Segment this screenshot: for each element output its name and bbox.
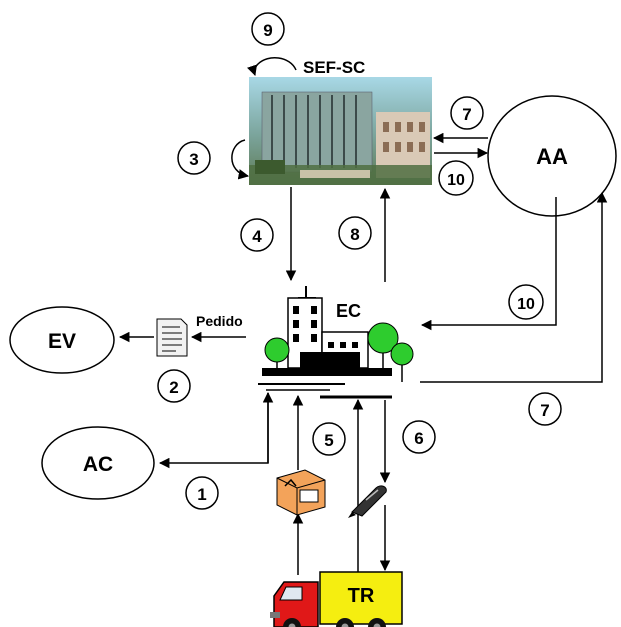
step-6-badge: 6 bbox=[403, 421, 435, 453]
arrow-ec-to-aa-7 bbox=[420, 193, 602, 382]
step-5-badge: 5 bbox=[313, 423, 345, 455]
self-loop-3-arrow bbox=[232, 140, 248, 176]
svg-text:7: 7 bbox=[540, 401, 549, 420]
pedido-label: Pedido bbox=[196, 313, 243, 329]
sef-sc-label: SEF-SC bbox=[303, 58, 365, 77]
svg-text:8: 8 bbox=[350, 225, 359, 244]
ac-label: AC bbox=[83, 453, 113, 476]
svg-text:1: 1 bbox=[197, 485, 206, 504]
step-7b-badge: 7 bbox=[529, 393, 561, 425]
svg-text:5: 5 bbox=[324, 431, 333, 450]
ec-label: EC bbox=[336, 301, 361, 321]
svg-text:3: 3 bbox=[189, 150, 198, 169]
document-icon bbox=[157, 319, 187, 356]
tr-label: TR bbox=[348, 585, 375, 607]
step-10b-badge: 10 bbox=[509, 285, 543, 319]
self-loop-9-arrow bbox=[254, 58, 296, 75]
sef-sc-building-image bbox=[249, 77, 432, 185]
svg-text:10: 10 bbox=[447, 172, 465, 189]
step-2-badge: 2 bbox=[158, 370, 190, 402]
truck-icon bbox=[270, 572, 402, 627]
svg-text:9: 9 bbox=[263, 21, 272, 40]
step-7a-badge: 7 bbox=[451, 97, 483, 129]
ev-label: EV bbox=[48, 330, 76, 353]
svg-text:4: 4 bbox=[252, 227, 262, 246]
svg-text:10: 10 bbox=[517, 296, 535, 313]
svg-text:2: 2 bbox=[169, 378, 178, 397]
step-1-badge: 1 bbox=[186, 477, 218, 509]
step-4-badge: 4 bbox=[241, 219, 273, 251]
step-3-badge: 3 bbox=[178, 142, 210, 174]
svg-text:6: 6 bbox=[414, 429, 423, 448]
step-8-badge: 8 bbox=[339, 217, 371, 249]
pen-icon bbox=[348, 486, 386, 518]
arrow-ec-to-ac-1 bbox=[160, 393, 268, 463]
step-10a-badge: 10 bbox=[439, 161, 473, 195]
package-icon bbox=[277, 470, 325, 515]
svg-text:7: 7 bbox=[462, 105, 471, 124]
step-9-badge: 9 bbox=[252, 13, 284, 45]
aa-label: AA bbox=[536, 144, 568, 169]
